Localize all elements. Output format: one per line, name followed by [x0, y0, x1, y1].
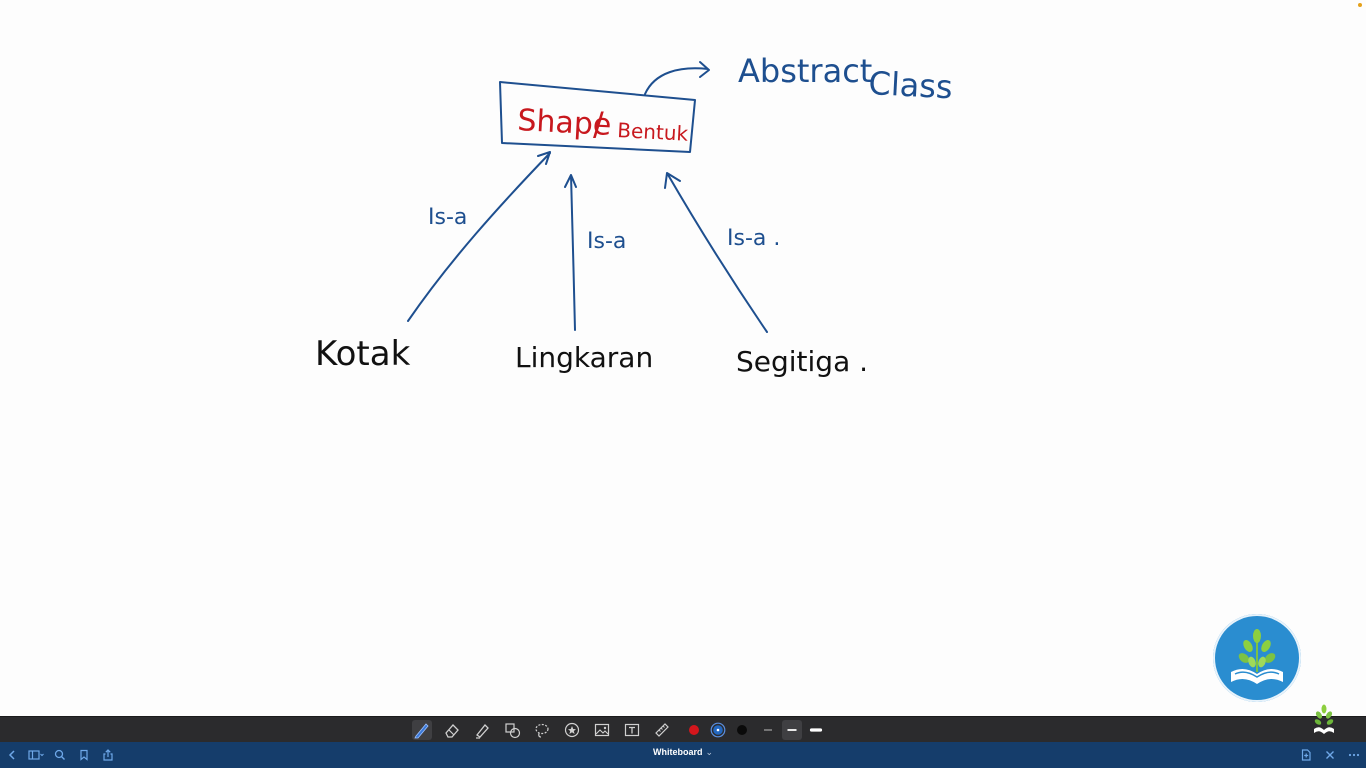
plant-logo-icon — [1314, 704, 1334, 734]
stroke-thin[interactable] — [758, 720, 778, 740]
sidebar-toggle-button[interactable] — [26, 746, 46, 764]
pen-tool[interactable] — [412, 720, 432, 740]
more-icon — [1348, 753, 1360, 757]
stroke-medium[interactable] — [782, 720, 802, 740]
is-a-arrow-middle — [564, 174, 577, 331]
sidebar-icon — [28, 750, 44, 760]
search-icon — [54, 749, 65, 760]
sticker-tool[interactable] — [562, 720, 582, 740]
is-a-label-middle: Is-a — [587, 229, 626, 254]
is-a-arrow-right — [664, 172, 768, 333]
thick-line-icon — [809, 728, 823, 732]
is-a-label-right: Is-a . — [727, 226, 780, 251]
share-icon — [103, 749, 113, 761]
is-a-arrow-left — [407, 151, 551, 322]
thin-line-icon — [764, 729, 772, 731]
abstract-label: Abstract — [738, 52, 872, 90]
diagram: Shape / Bentuk Abstract Class Is-a Is-a … — [315, 52, 954, 378]
highlighter-tool[interactable] — [472, 720, 492, 740]
parent-class-separator: / — [593, 105, 604, 143]
parent-class-alt-name: Bentuk — [617, 118, 689, 146]
ruler-tool[interactable] — [652, 720, 672, 740]
child-class-segitiga: Segitiga . — [736, 345, 868, 378]
shapes-icon — [505, 723, 521, 739]
search-button[interactable] — [51, 746, 69, 764]
class-label: Class — [868, 64, 954, 106]
child-class-lingkaran: Lingkaran — [515, 341, 653, 374]
book-plant-icon — [1231, 629, 1283, 684]
ruler-icon — [655, 723, 669, 737]
eraser-tool[interactable] — [442, 720, 462, 740]
school-logo — [1213, 614, 1301, 702]
text-box-tool[interactable] — [622, 720, 642, 740]
add-page-icon — [1301, 749, 1311, 761]
image-tool[interactable] — [592, 720, 612, 740]
whiteboard-canvas[interactable]: Shape / Bentuk Abstract Class Is-a Is-a … — [0, 0, 1366, 716]
parent-class-box — [499, 81, 696, 153]
abstract-pointer-arrow — [644, 61, 710, 95]
text-box-icon — [624, 723, 640, 737]
pen-icon — [414, 723, 429, 739]
medium-line-icon — [787, 729, 797, 731]
color-swatch-black[interactable] — [732, 720, 752, 740]
lasso-tool[interactable] — [532, 720, 552, 740]
black-swatch-icon — [737, 725, 747, 735]
chevron-left-icon — [8, 750, 15, 760]
chevron-down-icon: ⌄ — [705, 747, 714, 757]
back-button[interactable] — [3, 746, 21, 764]
image-icon — [594, 723, 610, 737]
document-title-text: Whiteboard — [652, 747, 703, 757]
share-button[interactable] — [99, 746, 117, 764]
shapes-tool[interactable] — [502, 720, 522, 740]
blue-swatch-icon — [710, 722, 726, 738]
add-page-button[interactable] — [1297, 746, 1315, 764]
highlighter-icon — [476, 724, 489, 739]
red-swatch-icon — [689, 725, 699, 735]
bookmark-button[interactable] — [75, 746, 93, 764]
is-a-label-left: Is-a — [428, 205, 467, 230]
sticker-icon — [564, 722, 580, 738]
close-icon — [1326, 751, 1334, 759]
close-button[interactable] — [1321, 746, 1339, 764]
recording-indicator — [1358, 3, 1362, 7]
stroke-thick[interactable] — [806, 720, 826, 740]
document-title[interactable]: Whiteboard⌄ — [0, 747, 1366, 758]
bookmark-icon — [80, 749, 88, 761]
child-class-kotak: Kotak — [315, 334, 411, 374]
more-button[interactable] — [1345, 746, 1363, 764]
parent-class-name: Shape — [517, 103, 613, 143]
bottom-bar: Whiteboard⌄ — [0, 742, 1366, 768]
drawing-toolbar — [0, 704, 1366, 743]
eraser-icon — [445, 724, 459, 738]
color-swatch-red[interactable] — [684, 720, 704, 740]
lasso-icon — [535, 723, 549, 738]
app-logo-small — [1313, 703, 1335, 739]
color-swatch-blue[interactable] — [708, 720, 728, 740]
